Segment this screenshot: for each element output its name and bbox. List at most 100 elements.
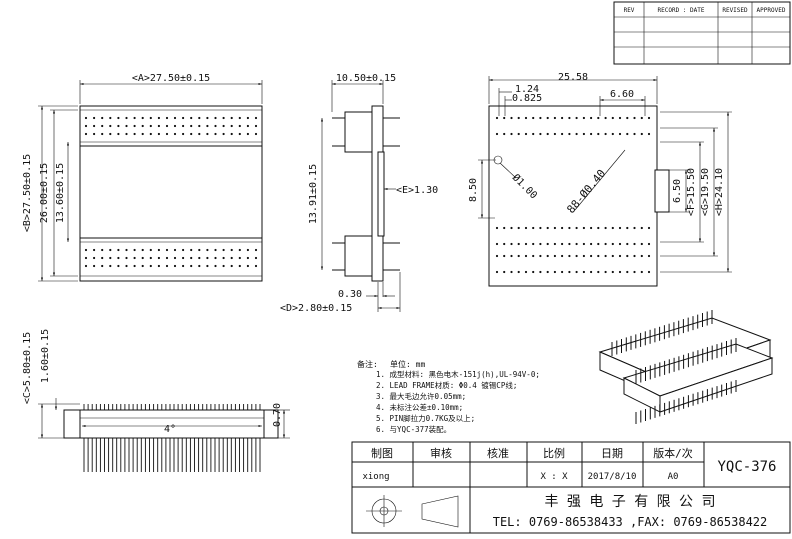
- pin-dot: [539, 254, 542, 258]
- pin-dot: [626, 132, 629, 136]
- pin-dot: [84, 248, 88, 252]
- tb-value-scale: X : X: [540, 472, 568, 482]
- pin-dot: [198, 124, 201, 128]
- pin-dot: [597, 132, 600, 136]
- pin-dot: [93, 248, 96, 252]
- dim-26-label: 26.00±0.15: [39, 163, 50, 223]
- pin-dot: [561, 242, 564, 246]
- pin-dot: [141, 256, 144, 260]
- pin-dot: [246, 124, 249, 128]
- pin-dot: [125, 124, 128, 128]
- pin-dot: [222, 116, 225, 120]
- pin-dot: [254, 256, 258, 260]
- pin-dot: [640, 242, 643, 246]
- pin-dot: [157, 248, 160, 252]
- pin-dot: [133, 132, 136, 136]
- pin-dot: [182, 256, 185, 260]
- pin-dot: [141, 264, 144, 268]
- pin-dot: [618, 254, 622, 258]
- pin-dot: [568, 254, 571, 258]
- pin-dot: [125, 248, 128, 252]
- pin-dot: [561, 116, 564, 120]
- dim-c-label: <C>5.80±0.15: [22, 332, 33, 404]
- pin-dot: [532, 242, 535, 246]
- front-view-pins: [83, 404, 261, 472]
- pin-dot: [582, 242, 586, 246]
- pin-dot: [190, 132, 193, 136]
- pin-dot: [206, 248, 209, 252]
- pin-dot: [109, 116, 112, 120]
- pin-dot: [647, 132, 651, 136]
- pin-dot: [101, 264, 104, 268]
- pin-dot: [182, 116, 185, 120]
- pin-dot: [238, 124, 241, 128]
- pin-dot: [238, 132, 241, 136]
- pin-dot: [495, 116, 499, 120]
- pin-dot: [198, 248, 201, 252]
- pin-dot: [626, 242, 629, 246]
- tb-header-version: 版本/次: [653, 446, 693, 460]
- pin-dot: [640, 132, 643, 136]
- dim-660-label: 6.60: [610, 89, 634, 100]
- pin-dot: [590, 270, 593, 274]
- pin-dot: [590, 254, 593, 258]
- pin-dot: [214, 256, 217, 260]
- pin-dot: [611, 226, 614, 230]
- pin-dot: [254, 116, 258, 120]
- pin-dot: [495, 132, 499, 136]
- pin-dot: [640, 254, 643, 258]
- pin-dot: [190, 256, 193, 260]
- title-block: 制图 审核 核准 比例 日期 版本/次 xiong X : X 2017/8/1…: [351, 441, 791, 534]
- pin-dot: [553, 116, 557, 120]
- pin-dot: [117, 132, 120, 136]
- pin-dot: [590, 226, 593, 230]
- revision-table: REV RECORD : DATE REVISED APPROVED: [613, 1, 791, 65]
- pin-dot: [230, 256, 233, 260]
- pin-dot: [495, 254, 499, 258]
- rev-header-rev: REV: [624, 7, 635, 14]
- pin-dot: [582, 116, 586, 120]
- pin-dot: [84, 124, 88, 128]
- pin-dot: [93, 264, 96, 268]
- pin-dot: [524, 254, 528, 258]
- bottom-view-pin-rows: [495, 116, 651, 274]
- pin-dot: [546, 226, 549, 230]
- pin-dot: [618, 116, 622, 120]
- pin-dot: [524, 226, 528, 230]
- pin-dot: [173, 132, 177, 136]
- pin-dot: [254, 248, 258, 252]
- pin-dot: [222, 248, 225, 252]
- pin-dot: [611, 132, 614, 136]
- pin-dot: [101, 248, 104, 252]
- pin-dot: [238, 116, 241, 120]
- pin-dot: [246, 264, 249, 268]
- dim-2558-label: 25.58: [558, 72, 588, 83]
- pin-dot: [582, 226, 586, 230]
- pin-dot: [495, 242, 499, 246]
- pin-dot: [590, 116, 593, 120]
- pin-dot: [93, 132, 96, 136]
- pin-dot: [539, 226, 542, 230]
- tb-header-drawn: 制图: [371, 447, 393, 460]
- pin-dot: [590, 242, 593, 246]
- pin-dot: [182, 124, 185, 128]
- pin-dot: [149, 256, 152, 260]
- pin-dot: [133, 256, 136, 260]
- isometric-view: [598, 310, 774, 424]
- company-name: 丰 强 电 子 有 限 公 司: [544, 494, 715, 510]
- pin-dot: [190, 116, 193, 120]
- pin-dot: [222, 124, 225, 128]
- tb-value-version: A0: [668, 472, 679, 482]
- pin-dot: [546, 254, 549, 258]
- pin-dot: [238, 248, 241, 252]
- pin-dot: [125, 264, 128, 268]
- pin-dot: [539, 242, 542, 246]
- pin-dot: [206, 264, 209, 268]
- pin-dot: [101, 116, 104, 120]
- pin-dot: [157, 116, 160, 120]
- dim-hole-label: Ø1.00: [510, 172, 540, 202]
- pin-dot: [546, 270, 549, 274]
- pin-dot: [230, 116, 233, 120]
- pin-dot: [611, 270, 614, 274]
- dim-angle-label: 4°: [164, 424, 176, 435]
